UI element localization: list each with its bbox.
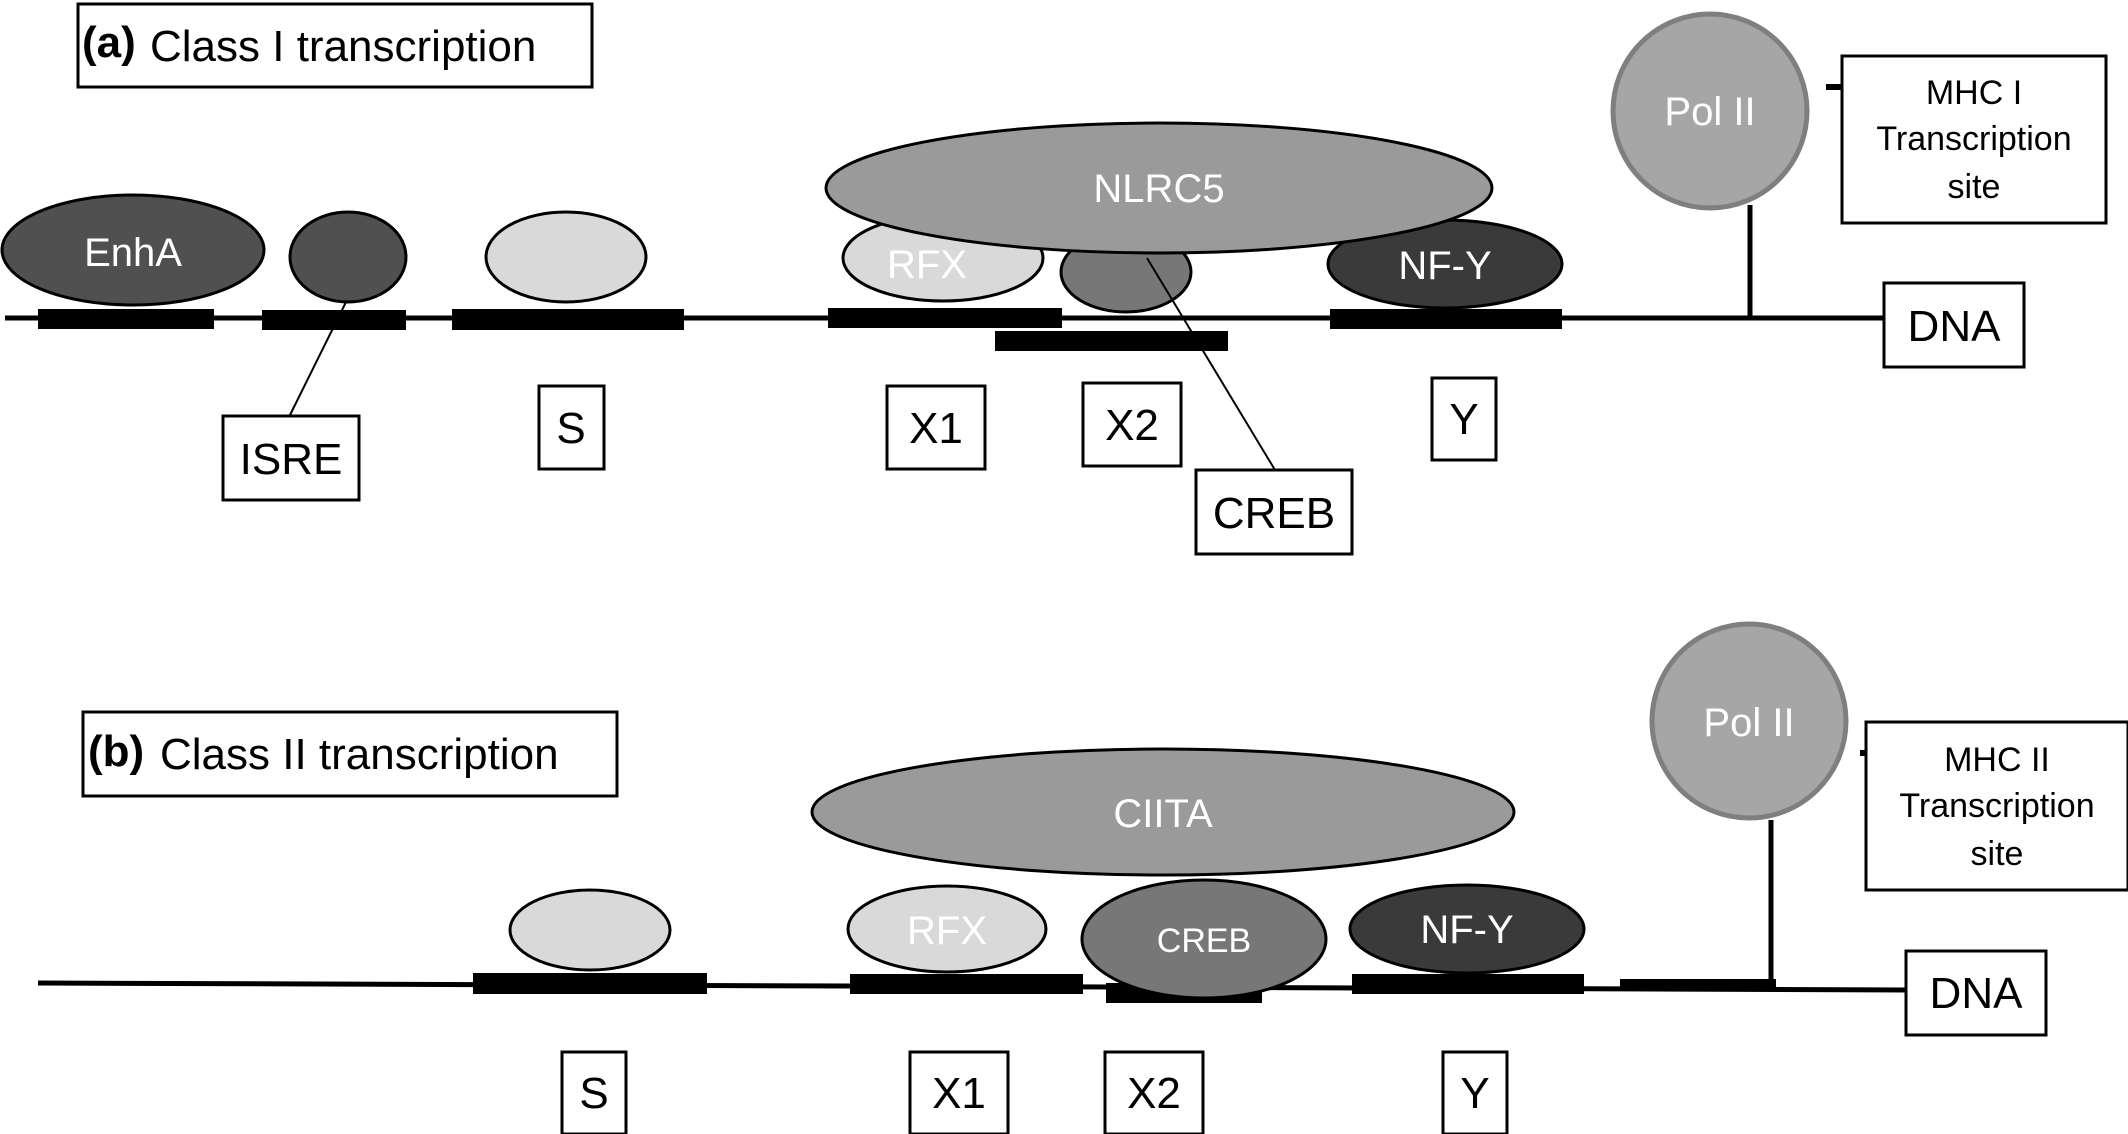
panel-a-s-box xyxy=(537,384,606,471)
panel-a-isre-box xyxy=(221,414,361,502)
panel-b-x2-label: X2 xyxy=(1127,1069,1181,1118)
panel-b-s-box xyxy=(560,1050,628,1134)
panel-a-site-box xyxy=(1840,54,2108,225)
panel-a-site-line3: site xyxy=(1948,168,2001,206)
panel-a-x1-bar xyxy=(828,308,1062,328)
panel-b-x1-label: X1 xyxy=(932,1069,986,1118)
panel-b-nfy-label: NF-Y xyxy=(1420,908,1513,952)
panel-b-nfy-protein xyxy=(1348,883,1586,975)
panel-a-dna-box xyxy=(1882,281,2026,369)
panel-a-isre-bar xyxy=(262,310,406,330)
panel-b-title: Class II transcription xyxy=(160,730,559,779)
panel-a-site-line2: Transcription xyxy=(1876,120,2071,158)
panel-a-x1-label: X1 xyxy=(909,404,963,453)
panel-b-site-line3: site xyxy=(1971,835,2024,873)
panel-b-x2-box xyxy=(1103,1050,1205,1134)
panel-b-letter: (b) xyxy=(88,727,144,776)
panel-b-ciita-protein xyxy=(810,747,1516,877)
panel-a-title: Class I transcription xyxy=(150,22,536,71)
panel-a-nlrc5-protein xyxy=(824,121,1494,255)
panel-b-x1-box xyxy=(908,1050,1010,1134)
panel-b-creb-protein xyxy=(1080,878,1328,1000)
panel-a-nlrc5-label: NLRC5 xyxy=(1093,167,1224,211)
panel-a-isre-label: ISRE xyxy=(240,435,343,484)
panel-b-y-bar xyxy=(1352,974,1584,994)
panel-a-title-box xyxy=(76,2,594,89)
panel-a-enha-protein xyxy=(0,193,266,307)
panel-b-pol-protein xyxy=(1649,621,1849,821)
panel-a-x2-bar xyxy=(995,331,1228,351)
panel-b-rfx-protein xyxy=(846,884,1048,974)
panel-b-pol-label: Pol II xyxy=(1703,701,1794,745)
panel-a-x1-box xyxy=(885,384,987,471)
panel-a: (a) Class I transcription EnhA RFX NF-Y … xyxy=(0,2,2108,556)
panel-a-s-label: S xyxy=(556,404,585,453)
panel-a-rfx-label: RFX xyxy=(887,243,967,287)
panel-a-y-box xyxy=(1430,376,1498,462)
panel-a-creb-box xyxy=(1194,468,1354,556)
panel-a-isre-leader xyxy=(289,301,347,416)
panel-b-title-box xyxy=(81,710,619,798)
panel-b-y-box xyxy=(1441,1050,1509,1134)
panel-b-y-label: Y xyxy=(1460,1069,1489,1118)
panel-a-pol-protein xyxy=(1610,11,1810,211)
panel-b-pol-bar xyxy=(1620,979,1776,989)
panel-a-x2-box xyxy=(1081,381,1183,468)
panel-b-s-label: S xyxy=(579,1069,608,1118)
panel-a-creb-leader xyxy=(1146,257,1276,471)
panel-a-letter: (a) xyxy=(82,18,136,67)
panel-b-creb-label: CREB xyxy=(1157,922,1251,960)
panel-a-enha-bar xyxy=(38,309,214,329)
panel-a-isre-protein xyxy=(288,210,408,304)
panel-a-y-bar xyxy=(1330,309,1562,329)
panel-b-x1-bar xyxy=(850,974,1083,994)
panel-b-ciita-label: CIITA xyxy=(1113,792,1213,836)
panel-a-x2-label: X2 xyxy=(1105,401,1159,450)
panel-a-creb-label: CREB xyxy=(1213,489,1335,538)
panel-b-rfx-label: RFX xyxy=(907,909,987,953)
panel-a-nfy-label: NF-Y xyxy=(1398,244,1491,288)
panel-a-s-bar xyxy=(452,309,684,330)
panel-b-s-protein xyxy=(508,888,672,972)
panel-b-site-box xyxy=(1864,720,2128,892)
panel-a-y-label: Y xyxy=(1449,395,1478,444)
panel-a-s-protein xyxy=(484,210,648,304)
panel-a-enha-label: EnhA xyxy=(84,231,182,275)
panel-b-s-bar xyxy=(473,973,707,994)
panel-b-dna-box xyxy=(1904,949,2048,1037)
panel-b: (b) Class II transcription RFX CREB NF-Y… xyxy=(37,621,2128,1134)
panel-b-site-line2: Transcription xyxy=(1899,787,2094,825)
panel-b-dna-label: DNA xyxy=(1930,969,2024,1018)
panel-a-dna-label: DNA xyxy=(1908,302,2002,351)
panel-a-site-line1: MHC I xyxy=(1926,74,2022,112)
panel-a-pol-label: Pol II xyxy=(1664,90,1755,134)
panel-b-site-line1: MHC II xyxy=(1944,741,2050,779)
